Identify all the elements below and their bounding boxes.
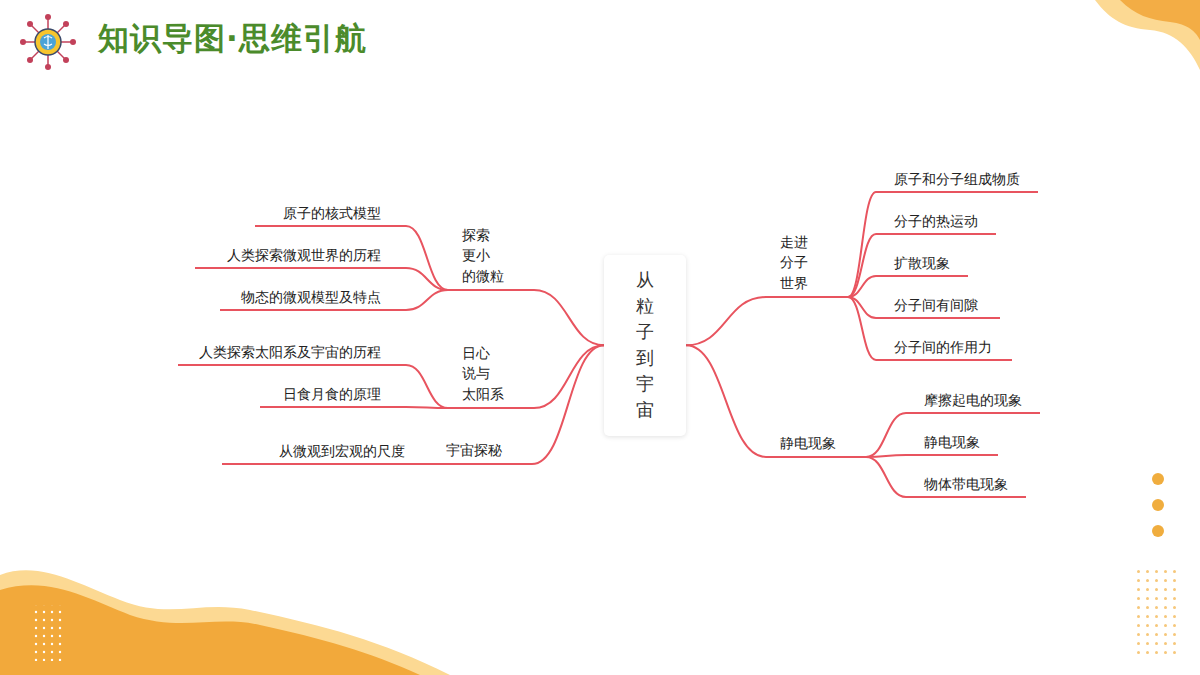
branch-connector (686, 297, 766, 345)
topic-text: 分子间的作用力 (894, 337, 1012, 358)
branch-connector (532, 345, 604, 464)
branch-connector (534, 290, 604, 345)
topic-text: 日心 说与 太阳系 (462, 343, 504, 404)
branch-connector (406, 268, 448, 290)
brain-icon (24, 18, 72, 66)
topic-text: 从粒子到宇宙 (636, 267, 654, 424)
topic-text: 静电现象 (924, 432, 998, 453)
brain-icon (20, 14, 76, 70)
leaf-topic: 原子和分子组成物质 (876, 169, 1038, 193)
branch-connector (406, 226, 448, 290)
branch-connector (866, 455, 906, 457)
topic-text: 物体带电现象 (924, 474, 1026, 495)
corner-wave (0, 585, 420, 675)
corner-wave (1120, 0, 1200, 40)
branch-connector (848, 297, 876, 360)
corner-wave (1095, 0, 1200, 70)
topic-text: 扩散现象 (894, 253, 968, 274)
leaf-topic: 扩散现象 (876, 253, 968, 277)
leaf-topic: 摩擦起电的现象 (906, 390, 1040, 414)
topic-text: 物态的微观模型及特点 (220, 287, 381, 308)
leaf-topic: 人类探索太阳系及宇宙的历程 (178, 342, 406, 366)
dot-grid (1136, 568, 1182, 660)
branch-topic: 探索 更小 的微粒 (448, 225, 534, 291)
topic-text: 原子的核式模型 (255, 203, 381, 224)
side-dot (1152, 525, 1164, 537)
topic-text: 分子的热运动 (894, 211, 996, 232)
branch-topic: 走进 分子 世界 (766, 232, 848, 298)
topic-text: 走进 分子 世界 (780, 232, 808, 293)
leaf-topic: 静电现象 (906, 432, 998, 456)
topic-text: 摩擦起电的现象 (924, 390, 1040, 411)
brain-icon (35, 29, 61, 55)
branch-topic: 日心 说与 太阳系 (448, 343, 534, 409)
branch-connector (686, 345, 766, 457)
central-topic: 从粒子到宇宙 (604, 255, 686, 436)
topic-text: 日食月食的原理 (260, 384, 381, 405)
leaf-topic: 物体带电现象 (906, 474, 1026, 498)
leaf-topic: 分子间有间隙 (876, 295, 1000, 319)
corner-wave (0, 570, 450, 675)
topic-text: 从微观到宏观的尺度 (222, 441, 405, 462)
page-title: 知识导图·思维引航 (98, 18, 367, 60)
topic-text: 探索 更小 的微粒 (462, 225, 504, 286)
branch-connector (866, 413, 906, 457)
leaf-topic: 人类探索微观世界的历程 (195, 245, 406, 269)
side-dot (1152, 499, 1164, 511)
brain-icon (44, 35, 52, 49)
leaf-topic: 物态的微观模型及特点 (220, 287, 406, 311)
topic-text: 人类探索微观世界的历程 (195, 245, 381, 266)
topic-text: 原子和分子组成物质 (894, 169, 1038, 190)
topic-text: 人类探索太阳系及宇宙的历程 (178, 342, 381, 363)
branch-connector (848, 234, 876, 297)
leaf-topic: 分子间的作用力 (876, 337, 1012, 361)
branch-topic: 静电现象 (766, 433, 866, 458)
branch-connector (406, 290, 448, 310)
branch-connector (406, 365, 448, 408)
topic-text: 分子间有间隙 (894, 295, 1000, 316)
leaf-topic: 原子的核式模型 (255, 203, 406, 227)
leaf-topic: 分子的热运动 (876, 211, 996, 235)
branch-connector (848, 192, 876, 297)
leaf-topic: 从微观到宏观的尺度 (222, 441, 430, 465)
topic-text: 静电现象 (780, 433, 836, 453)
side-dot (1152, 473, 1164, 485)
topic-text: 宇宙探秘 (446, 440, 502, 460)
branch-connector (866, 457, 906, 497)
leaf-topic: 日食月食的原理 (260, 384, 406, 408)
branch-connector (406, 407, 448, 408)
brain-icon (40, 34, 56, 50)
branch-topic: 宇宙探秘 (432, 440, 532, 465)
dot-grid (30, 605, 64, 661)
branch-connector (848, 276, 876, 297)
